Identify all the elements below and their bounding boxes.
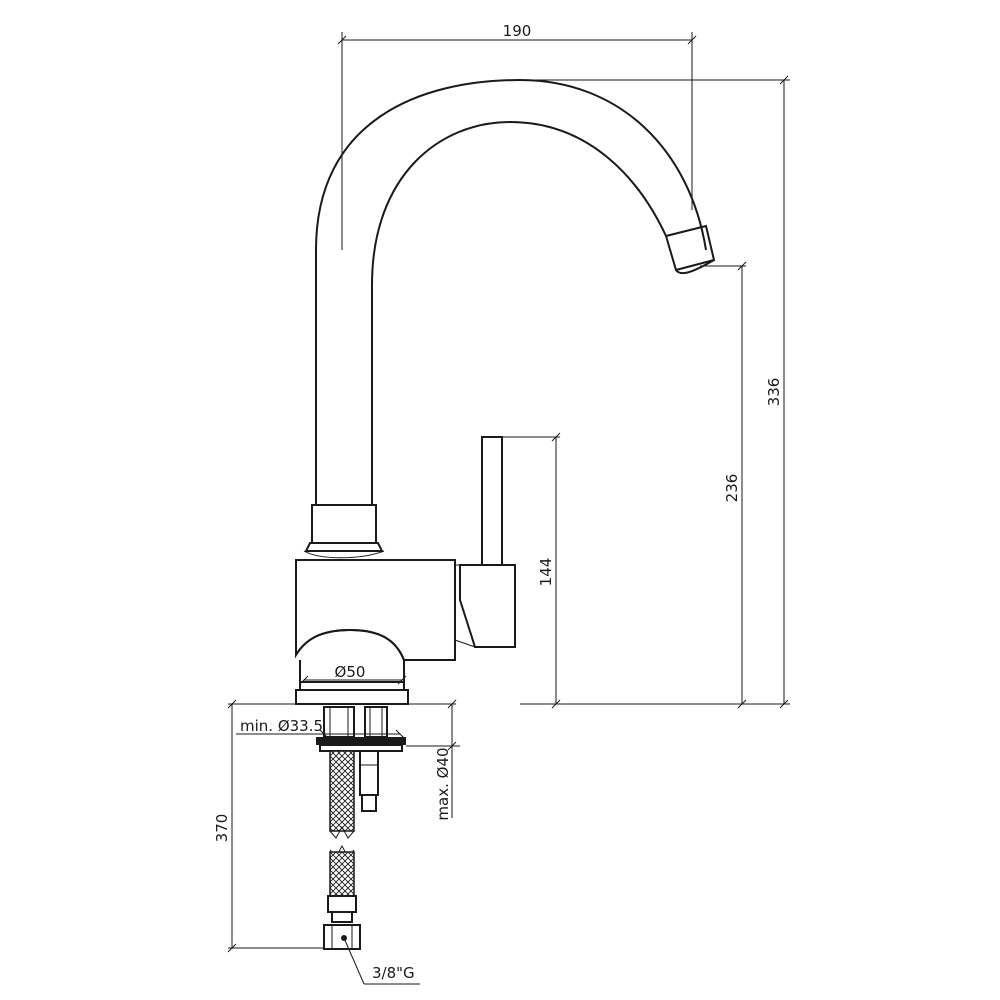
dim-label-base-diameter: Ø50 [335, 663, 366, 681]
dim-spout-height-236: 236 [700, 261, 747, 709]
dim-label-reach: 190 [503, 22, 532, 40]
dim-reach-190: 190 [337, 22, 697, 250]
dim-label-hose-thread: 3/8"G [372, 964, 415, 982]
dim-handle-height-144: 144 [502, 432, 561, 709]
dim-label-hose-length: 370 [213, 814, 231, 843]
lever-handle [454, 436, 516, 648]
dim-label-total-height: 336 [765, 378, 783, 407]
dim-label-handle-height: 144 [537, 558, 555, 587]
dim-hole-min: min. Ø33.5 [236, 717, 405, 739]
dim-total-height-336: 336 [520, 75, 790, 709]
dim-label-hole-max: max. Ø40 [434, 747, 452, 820]
faucet-spout [315, 78, 716, 505]
dim-hose-length-370: 370 [213, 699, 324, 953]
callout-hose-thread: 3/8"G [341, 935, 420, 985]
mounting-hardware [228, 703, 456, 812]
dim-hole-max: max. Ø40 [406, 699, 460, 821]
dim-label-hole-min: min. Ø33.5 [240, 717, 323, 735]
flexible-hose [323, 750, 361, 950]
dim-label-spout-height: 236 [723, 474, 741, 503]
mixer-body [295, 559, 456, 705]
dim-base-diameter-50: Ø50 [299, 663, 407, 685]
spout-collar [303, 504, 385, 559]
